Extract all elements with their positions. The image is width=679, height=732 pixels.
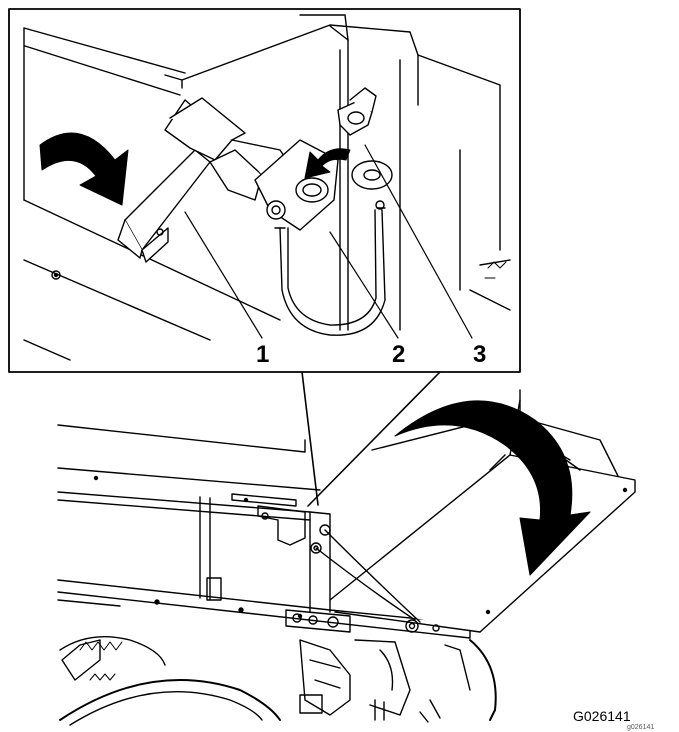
callout-1: 1 [256,341,270,368]
detail-inset [8,8,521,373]
figure-id-small: g026141 [627,724,655,731]
curved-arrow-icon [39,132,129,206]
large-curved-arrow-icon [394,400,591,576]
callout-3: 3 [473,341,487,368]
small-curved-arrow-icon [304,148,351,179]
figure-id: G026141 [573,708,631,724]
callout-2: 2 [392,341,406,368]
